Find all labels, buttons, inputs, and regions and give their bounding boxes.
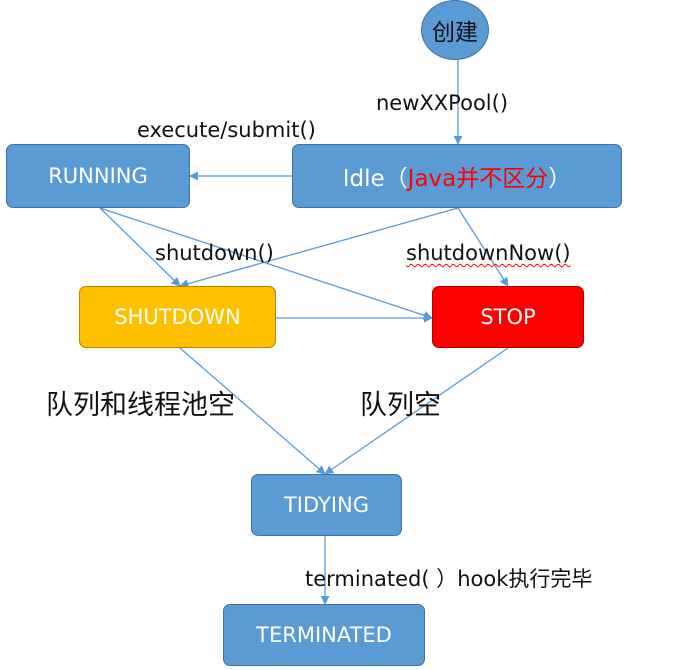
tidying-node-label: TIDYING	[283, 493, 370, 517]
idle-node-suffix: ）	[548, 166, 572, 192]
idle-node-note: Java并不区分	[407, 166, 549, 192]
create-node: 创建	[421, 0, 489, 60]
running-node-label: RUNNING	[48, 164, 148, 188]
terminated-node: TERMINATED	[223, 604, 425, 666]
idle-node: Idle（Java并不区分）	[292, 144, 622, 208]
stop-node-label: STOP	[480, 305, 536, 329]
shutdown-now-call-label: shutdownNow()	[406, 241, 571, 265]
stop-node: STOP	[432, 286, 584, 348]
shutdown-node-label: SHUTDOWN	[114, 305, 241, 329]
edge-running-to-shutdown	[99, 207, 181, 287]
execute-submit-label: execute/submit()	[137, 118, 316, 142]
shutdown-call-label: shutdown()	[155, 241, 274, 265]
running-node: RUNNING	[6, 144, 190, 208]
idle-node-prefix: Idle（	[342, 166, 408, 192]
terminated-hook-label: terminated( ）hook执行完毕	[305, 567, 593, 591]
terminated-node-label: TERMINATED	[256, 623, 392, 647]
edge-running-to-stop	[99, 207, 433, 320]
tidying-node: TIDYING	[251, 474, 402, 536]
edge-idle-to-shutdown	[179, 207, 459, 289]
create-node-label: 创建	[432, 20, 478, 46]
queue-empty-label: 队列空	[360, 390, 441, 421]
edge-stop-to-tidying	[324, 347, 509, 475]
new-pool-label: newXXPool()	[376, 91, 509, 115]
edge-idle-to-stop	[457, 207, 509, 287]
queue-and-pool-empty-label: 队列和线程池空	[46, 390, 235, 421]
shutdown-node: SHUTDOWN	[79, 286, 276, 348]
edge-shutdown-to-tidying	[179, 347, 326, 475]
